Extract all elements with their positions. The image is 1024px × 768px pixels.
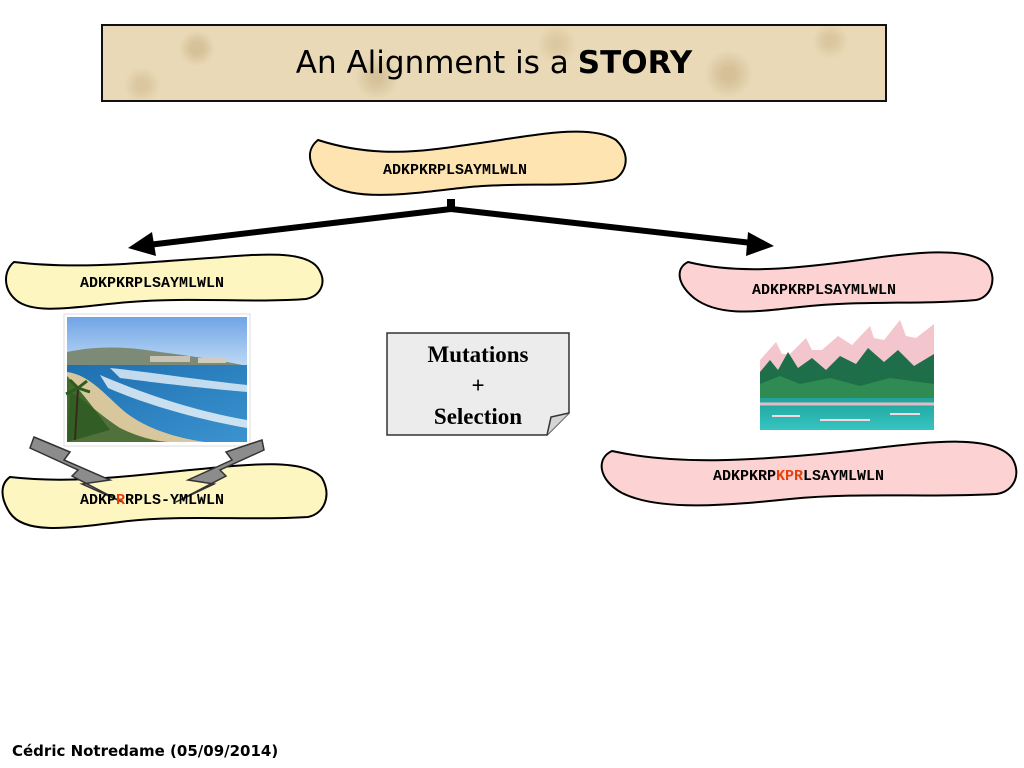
right-mutated-prefix: ADKPKRP xyxy=(713,468,777,485)
ancestor-sequence: ADKPKRPLSAYMLWLN xyxy=(383,162,528,179)
title-emphasis: STORY xyxy=(577,45,693,81)
note-line-plus: + xyxy=(471,372,485,398)
right-mutated-suffix: LSAYMLWLN xyxy=(803,468,885,485)
lightning-bolt-right-icon xyxy=(175,439,265,503)
lightning-bolt-left-icon xyxy=(29,436,123,503)
left-sequence: ADKPKRPLSAYMLWLN xyxy=(80,275,225,292)
right-insertion-residues: KPR xyxy=(776,468,804,485)
title-banner: An Alignment is a STORY xyxy=(101,24,887,102)
branch-arrows xyxy=(128,199,774,256)
left-mutated-sequence: ADKPRRPLS-YMLWLN xyxy=(80,492,224,509)
footer-credit: Cédric Notredame (05/09/2014) xyxy=(12,742,279,760)
left-mutated-prefix: ADKP xyxy=(80,492,117,509)
left-sequence-box xyxy=(5,253,324,310)
note-fold xyxy=(546,412,570,436)
right-mutated-sequence-box xyxy=(600,440,1018,507)
right-mutated-sequence: ADKPKRPKPRLSAYMLWLN xyxy=(713,468,884,485)
note-line-selection: Selection xyxy=(433,403,523,429)
ancestor-sequence-box xyxy=(309,130,627,196)
note-line-mutations: Mutations xyxy=(427,341,529,367)
note-text: Mutations + Selection xyxy=(387,333,569,435)
title-text: An Alignment is a xyxy=(295,45,569,81)
left-mutated-suffix: RPLS-YMLWLN xyxy=(125,492,225,509)
right-sequence-box xyxy=(678,251,994,313)
right-sequence: ADKPKRPLSAYMLWLN xyxy=(752,282,897,299)
beach-coast-photo xyxy=(63,313,251,447)
left-mutation-residue: R xyxy=(116,492,126,509)
mountain-lake-clipart xyxy=(760,320,934,430)
